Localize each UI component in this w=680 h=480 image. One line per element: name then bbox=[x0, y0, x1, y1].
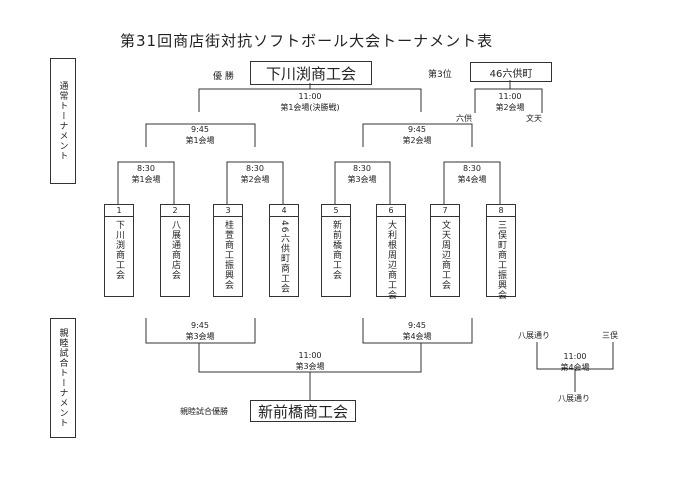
quarter-1-time: 8:30 bbox=[137, 164, 155, 173]
friendly-tournament-label: 親睦試合トーナメント bbox=[50, 318, 76, 438]
team-box-2: 2 八展通商店会 bbox=[160, 204, 190, 297]
friendly-final-venue: 第3会場 bbox=[295, 362, 325, 371]
team-box-7: 7 文天周辺商工会 bbox=[430, 204, 460, 297]
quarter-2-time: 8:30 bbox=[246, 164, 264, 173]
final-time: 11:00 bbox=[298, 92, 322, 101]
small-bracket-venue: 第4会場 bbox=[560, 363, 590, 372]
third-place-label: 第3位 bbox=[428, 70, 452, 80]
team-number: 3 bbox=[214, 205, 242, 217]
quarter-4-venue: 第4会場 bbox=[457, 175, 487, 184]
semi-left-time: 9:45 bbox=[191, 125, 209, 134]
friendly-final-label: 11:00 第3会場 bbox=[270, 350, 350, 372]
quarter-1-venue: 第1会場 bbox=[131, 175, 161, 184]
quarter-2-label: 8:30 第2会場 bbox=[225, 163, 285, 185]
team-number: 6 bbox=[377, 205, 405, 217]
friendly-winner-box: 新前橋商工会 bbox=[250, 400, 356, 422]
team-box-3: 3 桂萱商工振興会 bbox=[213, 204, 243, 297]
team-number: 1 bbox=[105, 205, 133, 217]
team-name: 46六供町商工会 bbox=[279, 220, 289, 294]
team-number: 4 bbox=[270, 205, 298, 217]
quarter-3-venue: 第3会場 bbox=[347, 175, 377, 184]
friendly-right-venue: 第4会場 bbox=[402, 332, 432, 341]
team-number: 8 bbox=[487, 205, 515, 217]
friendly-left-time: 9:45 bbox=[191, 321, 209, 330]
team-name: 新前橋商工会 bbox=[331, 220, 341, 280]
third-match-time: 11:00 bbox=[498, 92, 522, 101]
small-bracket-winner: 八展通り bbox=[558, 394, 590, 403]
team-box-8: 8 三俣町商工振興会 bbox=[486, 204, 516, 300]
friendly-winner-label: 親睦試合優勝 bbox=[180, 407, 228, 416]
final-venue: 第1会場(決勝戦) bbox=[280, 103, 340, 112]
small-bracket-team-a: 八展通り bbox=[518, 331, 550, 340]
champion-label: 優 勝 bbox=[213, 72, 234, 82]
third-match-team-b: 文天 bbox=[526, 114, 542, 123]
team-number: 7 bbox=[431, 205, 459, 217]
team-box-1: 1 下川渕商工会 bbox=[104, 204, 134, 297]
quarter-3-label: 8:30 第3会場 bbox=[332, 163, 392, 185]
friendly-left-label: 9:45 第3会場 bbox=[160, 320, 240, 342]
friendly-right-time: 9:45 bbox=[408, 321, 426, 330]
main-tournament-label: 通常トーナメント bbox=[50, 58, 76, 184]
semi-left-venue: 第1会場 bbox=[185, 136, 215, 145]
third-match-team-a: 六供 bbox=[456, 114, 472, 123]
team-name: 桂萱商工振興会 bbox=[223, 220, 233, 290]
semi-right-time: 9:45 bbox=[408, 125, 426, 134]
quarter-3-time: 8:30 bbox=[353, 164, 371, 173]
final-match-label: 11:00 第1会場(決勝戦) bbox=[260, 91, 360, 113]
third-match-venue: 第2会場 bbox=[495, 103, 525, 112]
quarter-1-label: 8:30 第1会場 bbox=[116, 163, 176, 185]
team-name: 大利根周辺商工会 bbox=[386, 220, 396, 300]
team-name: 八展通商店会 bbox=[170, 220, 180, 280]
semi-left-label: 9:45 第1会場 bbox=[160, 124, 240, 146]
small-bracket-team-b: 三俣 bbox=[602, 331, 618, 340]
semi-right-venue: 第2会場 bbox=[402, 136, 432, 145]
team-name: 下川渕商工会 bbox=[114, 220, 124, 280]
third-match-label: 11:00 第2会場 bbox=[480, 91, 540, 113]
page-title: 第31回商店街対抗ソフトボール大会トーナメント表 bbox=[120, 32, 494, 50]
team-box-5: 5 新前橋商工会 bbox=[321, 204, 351, 297]
quarter-2-venue: 第2会場 bbox=[240, 175, 270, 184]
team-box-4: 4 46六供町商工会 bbox=[269, 204, 299, 297]
team-number: 5 bbox=[322, 205, 350, 217]
third-place-box: 46六供町 bbox=[470, 62, 552, 82]
team-number: 2 bbox=[161, 205, 189, 217]
semi-right-label: 9:45 第2会場 bbox=[377, 124, 457, 146]
quarter-4-time: 8:30 bbox=[463, 164, 481, 173]
friendly-final-time: 11:00 bbox=[298, 351, 322, 360]
small-bracket-time: 11:00 bbox=[563, 352, 587, 361]
team-name: 三俣町商工振興会 bbox=[496, 220, 506, 300]
champion-box: 下川渕商工会 bbox=[250, 61, 372, 85]
team-name: 文天周辺商工会 bbox=[440, 220, 450, 290]
team-box-6: 6 大利根周辺商工会 bbox=[376, 204, 406, 300]
quarter-4-label: 8:30 第4会場 bbox=[442, 163, 502, 185]
friendly-right-label: 9:45 第4会場 bbox=[377, 320, 457, 342]
friendly-left-venue: 第3会場 bbox=[185, 332, 215, 341]
small-bracket-match-label: 11:00 第4会場 bbox=[545, 351, 605, 373]
